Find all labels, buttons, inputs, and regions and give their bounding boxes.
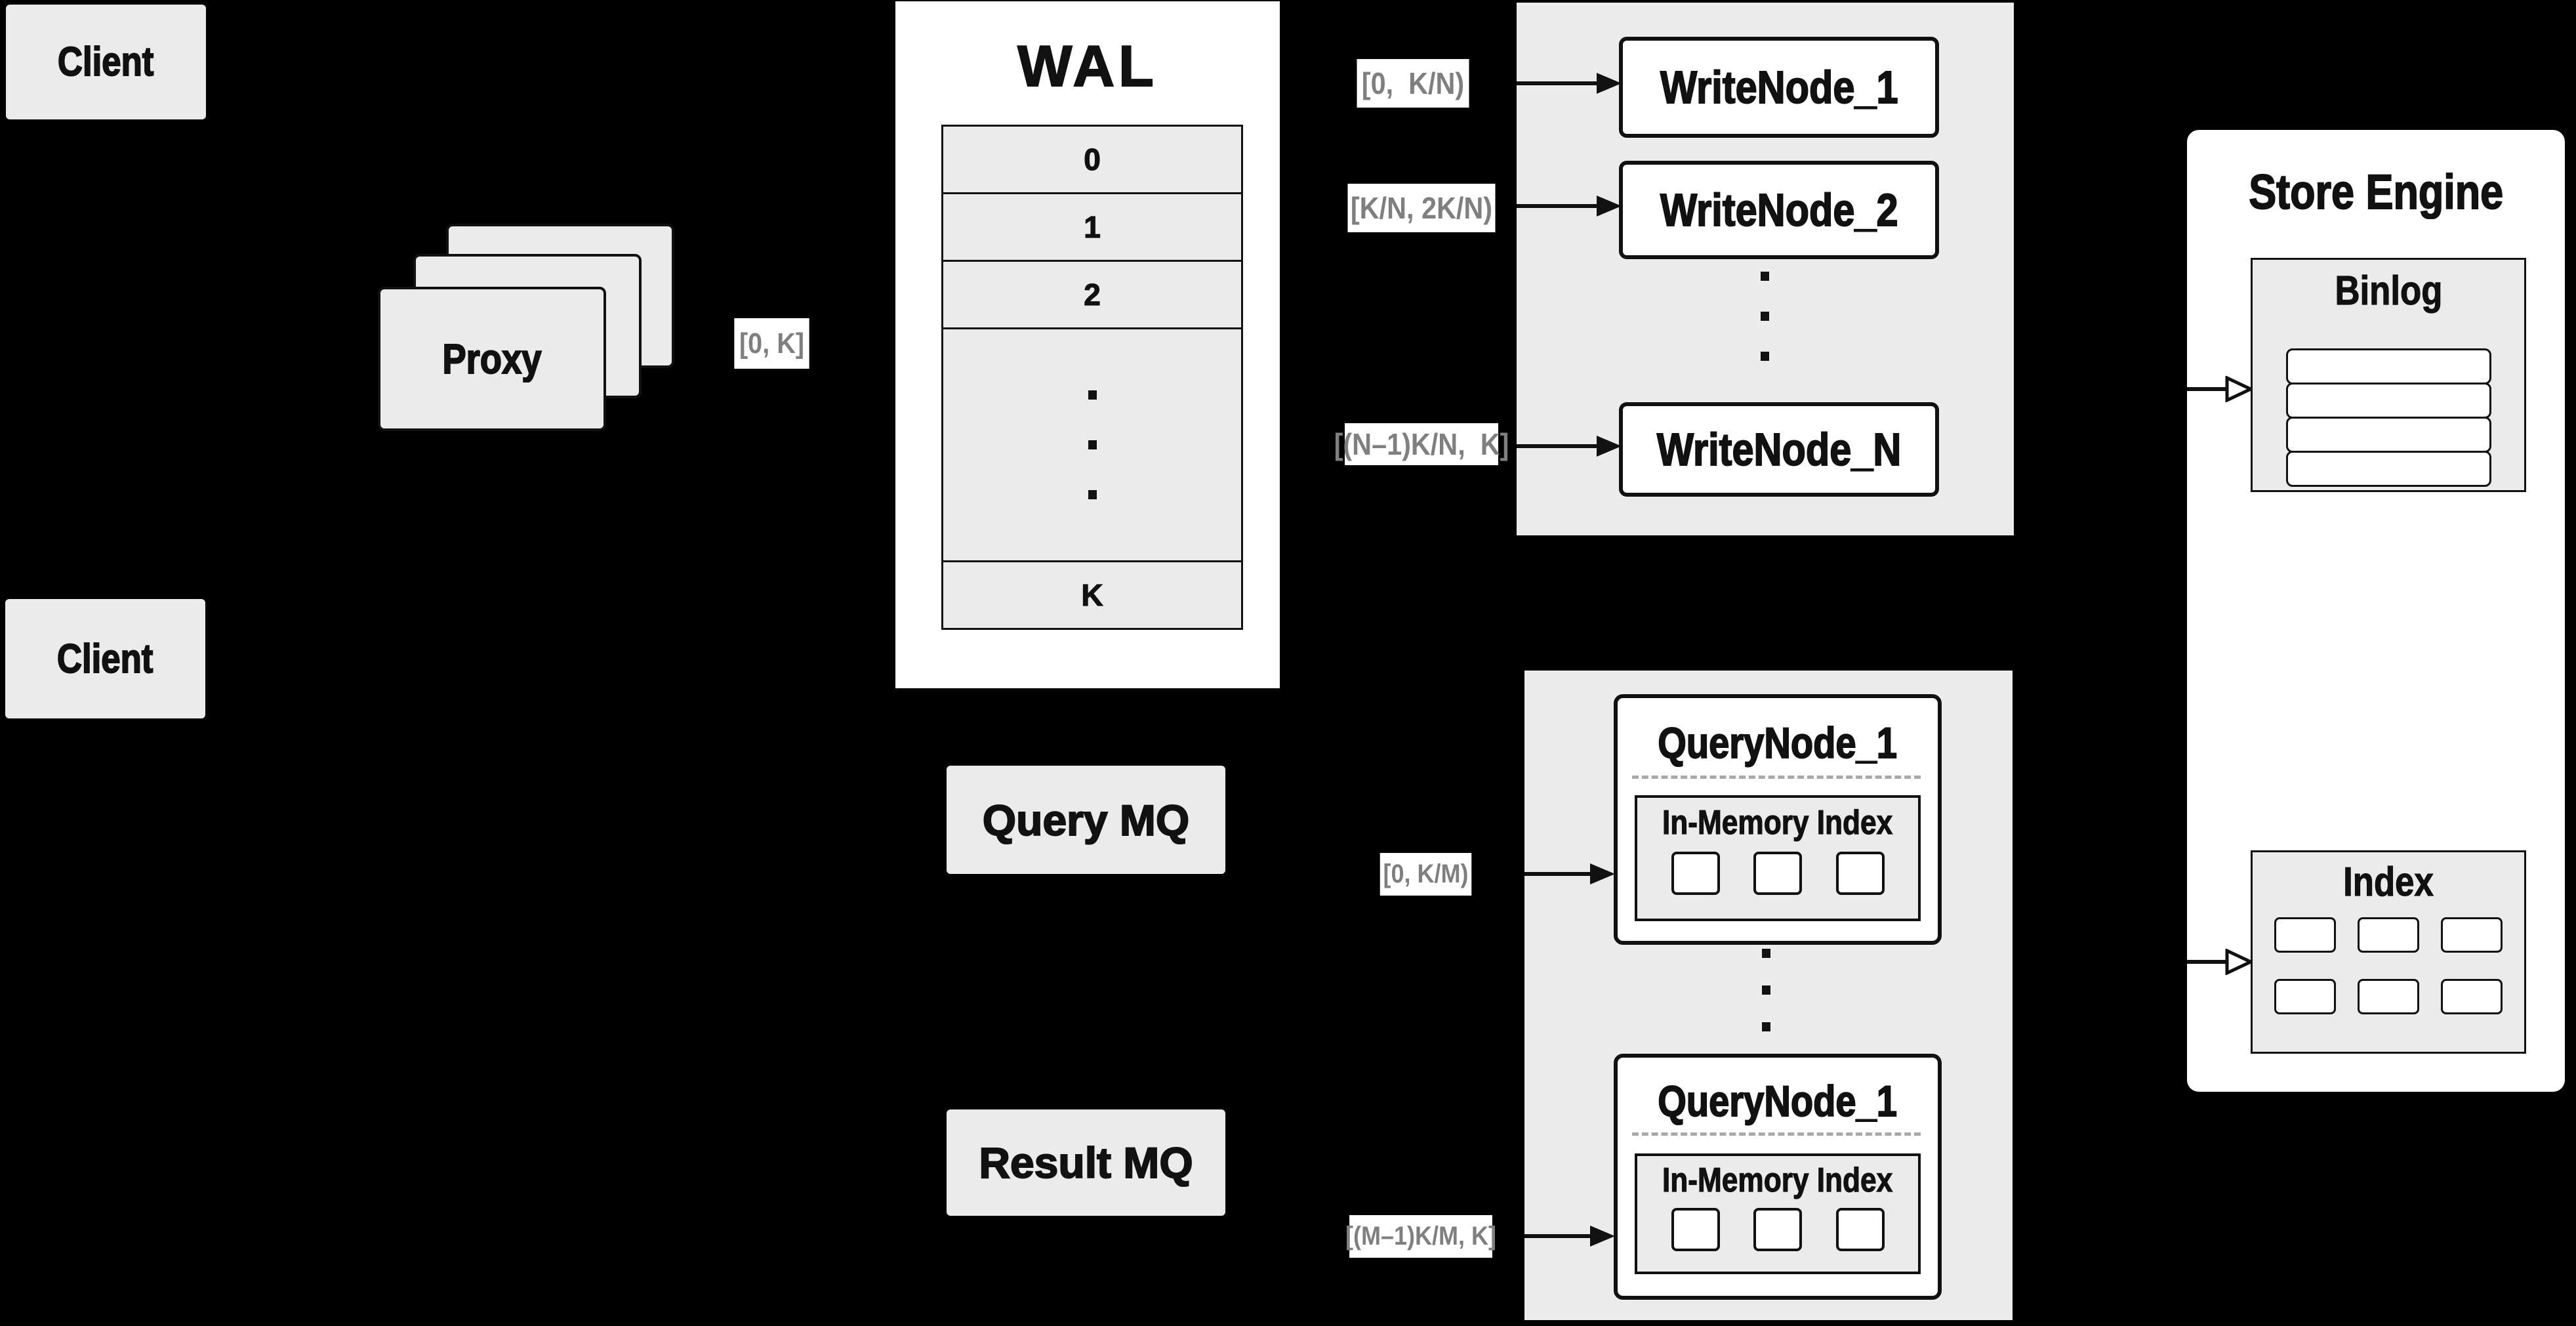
client-node-top: Client	[6, 5, 206, 119]
arrowhead-binlog-icon	[2225, 376, 2253, 402]
in-memory-index-bottom: In-Memory Index	[1635, 1153, 1921, 1274]
querynode-bottom-title: QueryNode_1	[1658, 1076, 1898, 1126]
in-memory-index-top-title-wrap: In-Memory Index	[1637, 803, 1918, 842]
writenode-2-label: WriteNode_2	[1660, 184, 1898, 236]
query-mq-node: Query MQ	[947, 766, 1225, 874]
query-range-label-m: [(M–1)K/M, K]	[1345, 1215, 1496, 1258]
write-range-label-1: [0, K/N)	[1357, 59, 1469, 108]
arrowhead-writenode-1-icon	[1597, 73, 1622, 94]
store-engine-title-wrap: Store Engine	[2187, 164, 2565, 220]
writenode-n: WriteNode_N	[1619, 402, 1939, 497]
querynode-bottom-title-wrap: QueryNode_1	[1618, 1076, 1938, 1126]
result-mq-node: Result MQ	[947, 1109, 1225, 1216]
wal-row-2: 2	[943, 260, 1241, 327]
writenode-1-label: WriteNode_1	[1660, 61, 1898, 114]
proxy-label: Proxy	[442, 335, 542, 383]
index-title: Index	[2343, 859, 2434, 905]
arrowhead-writenode-2-icon	[1597, 196, 1622, 217]
querynode-bottom: QueryNode_1 In-Memory Index	[1614, 1054, 1942, 1300]
binlog-rows	[2286, 348, 2491, 487]
arrow-to-writenode-n	[1517, 444, 1599, 448]
index-box: Index	[2251, 850, 2526, 1054]
client-node-bottom: Client	[5, 599, 205, 718]
writenode-1: WriteNode_1	[1619, 37, 1939, 138]
in-memory-index-bottom-title: In-Memory Index	[1662, 1161, 1893, 1199]
result-mq-label: Result MQ	[978, 1138, 1193, 1188]
writenode-n-label: WriteNode_N	[1656, 423, 1902, 476]
index-title-wrap: Index	[2253, 859, 2524, 905]
write-range-label-2: [K/N, 2K/N)	[1347, 184, 1496, 232]
arrowhead-querynode-top-icon	[1590, 863, 1615, 884]
wal-row-1: 1	[943, 192, 1241, 260]
querynode-top-title-wrap: QueryNode_1	[1618, 718, 1938, 768]
arrow-to-writenode-2	[1517, 204, 1599, 208]
segment-squares	[1637, 1208, 1918, 1251]
proxy-to-wal-range-label: [0, K]	[734, 318, 809, 369]
wal-row-k: K	[943, 560, 1241, 628]
wal-row-ellipsis	[943, 327, 1241, 560]
client-bottom-label: Client	[56, 636, 153, 682]
store-engine-title: Store Engine	[2248, 164, 2504, 220]
wal-container: WAL 0 1 2 K	[895, 1, 1280, 688]
binlog-title: Binlog	[2335, 268, 2443, 314]
wal-row-0: 0	[943, 127, 1241, 192]
wal-segment-table: 0 1 2 K	[941, 125, 1243, 630]
in-memory-index-top-title: In-Memory Index	[1662, 803, 1893, 842]
arrow-to-writenode-1	[1517, 81, 1599, 85]
store-engine-container: Store Engine Binlog Index	[2187, 130, 2565, 1092]
arrow-to-querynode-top	[1524, 872, 1593, 876]
segment-squares	[1637, 852, 1918, 895]
arrowhead-index-icon	[2225, 949, 2253, 975]
ellipsis-dots	[1762, 949, 1770, 1031]
wal-title: WAL	[1017, 33, 1158, 99]
querynode-top: QueryNode_1 In-Memory Index	[1614, 694, 1942, 945]
index-squares-row-1	[2253, 917, 2524, 953]
writenode-2: WriteNode_2	[1619, 161, 1939, 259]
in-memory-index-top: In-Memory Index	[1635, 795, 1921, 921]
in-memory-index-bottom-title-wrap: In-Memory Index	[1637, 1161, 1918, 1200]
querynode-top-title: QueryNode_1	[1658, 718, 1898, 768]
binlog-box: Binlog	[2251, 258, 2526, 492]
dashed-divider	[1632, 1132, 1921, 1136]
ellipsis-dots	[1088, 390, 1097, 499]
arrow-to-binlog	[2187, 387, 2228, 391]
ellipsis-dots	[1761, 272, 1769, 361]
query-range-label-1: [0, K/M)	[1380, 853, 1472, 896]
arrowhead-writenode-n-icon	[1597, 436, 1622, 457]
arrow-to-querynode-bottom	[1524, 1234, 1593, 1238]
index-squares-row-2	[2253, 979, 2524, 1014]
query-mq-label: Query MQ	[982, 795, 1190, 845]
arrowhead-querynode-bottom-icon	[1590, 1226, 1615, 1247]
binlog-title-wrap: Binlog	[2253, 268, 2524, 314]
write-range-label-n: [(N–1)K/N, K]	[1334, 423, 1509, 465]
proxy-node: Proxy	[378, 287, 606, 431]
arrow-to-index	[2187, 960, 2228, 964]
client-top-label: Client	[57, 39, 154, 85]
dashed-divider	[1632, 776, 1921, 779]
